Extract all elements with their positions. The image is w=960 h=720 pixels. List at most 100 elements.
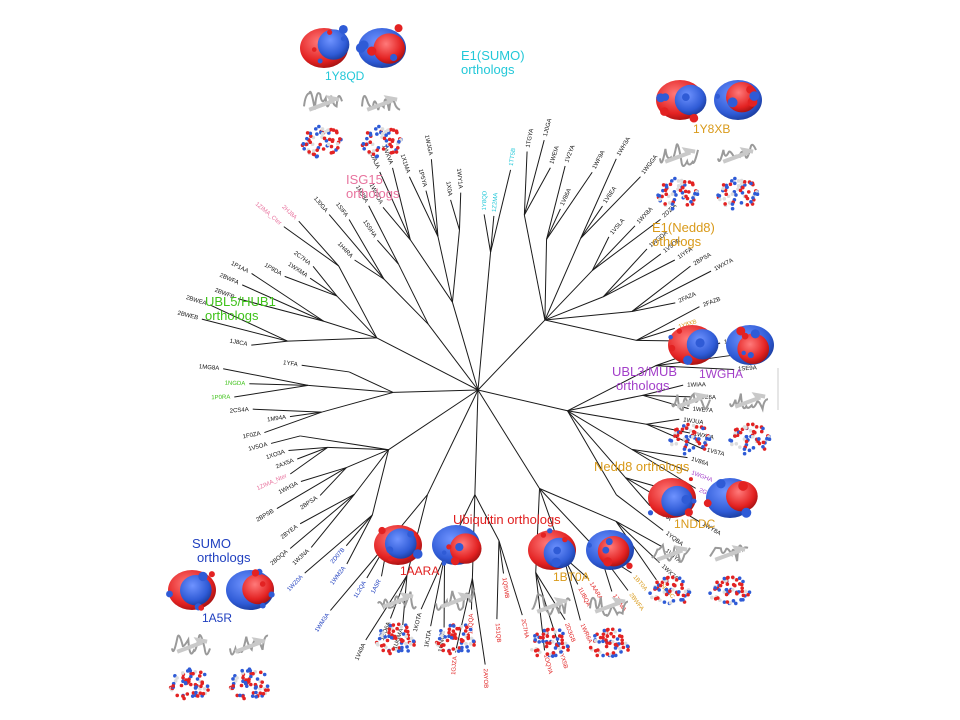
atom-sphere [691, 429, 696, 434]
leaf-label: 1A5R [371, 578, 384, 595]
atom-sphere [683, 589, 688, 594]
atom-sphere [679, 582, 684, 587]
leaf-label: 2FAZA [678, 292, 697, 305]
tree-branch [297, 446, 328, 460]
atom-sphere [261, 691, 266, 696]
surface-patch [681, 494, 691, 505]
tree-branch [615, 520, 664, 548]
tree-branch [655, 365, 735, 371]
atom-sphere [737, 582, 742, 586]
tree-branch [523, 167, 551, 216]
tree-branch [346, 449, 389, 469]
leaf-label: 2AX5A [275, 458, 295, 470]
atom-sphere [318, 142, 322, 147]
atom-sphere [254, 690, 258, 695]
tree-branch [348, 371, 394, 393]
atom-sphere [399, 648, 404, 653]
tree-branch [498, 540, 505, 574]
tree-branch [209, 304, 288, 342]
atom-sphere [265, 684, 270, 688]
panel-label-1a5r: 1A5R [202, 611, 232, 625]
group-label-sumo-line2: orthologs [197, 550, 251, 565]
atom-sphere [324, 138, 329, 143]
atom-sphere [198, 670, 203, 675]
beta-strand [440, 592, 472, 609]
atom-sphere [707, 437, 712, 441]
atom-sphere [471, 639, 476, 643]
tree-branch [288, 446, 328, 451]
atom-sphere [744, 434, 749, 439]
leaf-label: 1S1QB [494, 623, 502, 643]
tree-branch [642, 384, 684, 396]
leaf-label: 1KOTA [413, 612, 424, 632]
atom-sphere [449, 635, 454, 640]
tree-branch [636, 306, 700, 341]
atom-sphere [691, 423, 696, 428]
leaf-label: 1WGGA [641, 154, 659, 175]
panel-label-1nddc: 1NDDC [674, 517, 716, 531]
atom-sphere [716, 193, 720, 197]
atom-sphere [447, 627, 452, 632]
tree-branch [377, 239, 399, 265]
leaf-label: 1XO3A [266, 449, 286, 461]
atom-sphere [190, 694, 195, 698]
atom-sphere [678, 188, 683, 193]
atom-sphere [441, 631, 445, 635]
atom-sphere [250, 694, 255, 698]
tree-branch [642, 394, 692, 398]
atom-sphere [722, 590, 727, 594]
atom-sphere [671, 582, 676, 587]
atom-sphere [436, 641, 441, 646]
atom-sphere [260, 680, 265, 684]
atom-sphere [377, 636, 382, 641]
tree-branch [631, 265, 691, 312]
atom-sphere [393, 634, 397, 639]
atom-sphere [684, 439, 689, 444]
atom-sphere [602, 628, 607, 633]
surface-patch [338, 24, 348, 34]
tree-branch [523, 151, 528, 216]
atom-sphere [671, 599, 676, 603]
atom-sphere [308, 140, 313, 144]
atom-sphere [541, 632, 546, 637]
atom-sphere [710, 595, 714, 600]
surface-patch [198, 571, 208, 582]
panel-label-1y8qd: 1Y8QD [325, 69, 365, 83]
group-label-e1sumo-line2: orthologs [461, 62, 515, 77]
atom-sphere [451, 624, 456, 628]
atom-sphere [301, 142, 306, 146]
atom-sphere [465, 645, 469, 649]
leaf-label: 1L2QA [353, 580, 368, 599]
tree-branch [616, 494, 664, 531]
atom-sphere [613, 630, 617, 634]
leaf-label: 1V2YA [564, 144, 576, 163]
atom-sphere [605, 634, 610, 638]
atom-sphere [200, 680, 205, 684]
leaf-label: 1WM3A [314, 612, 331, 633]
atom-sphere [617, 628, 622, 633]
leaf-label: 1WJUA [683, 417, 704, 426]
atom-sphere [396, 622, 401, 627]
atom-sphere [373, 127, 378, 131]
leaf-label: 1UBQA [576, 587, 591, 608]
atom-sphere [197, 674, 202, 678]
tree-branch [408, 176, 439, 237]
tree-branch [490, 215, 495, 253]
atom-sphere [610, 639, 615, 644]
tree-branch [567, 410, 647, 425]
leaf-label: 1SE9A [738, 365, 757, 372]
tree-branch [299, 493, 355, 525]
leaf-label: 2D07B [330, 547, 346, 565]
atom-sphere [701, 426, 705, 431]
tree-branch [249, 383, 309, 386]
atom-sphere [460, 645, 464, 650]
atom-sphere [561, 631, 565, 636]
atom-sphere [694, 425, 699, 429]
atom-sphere [750, 422, 755, 427]
leaf-label: 1YFA [283, 360, 298, 368]
atom-sphere [390, 633, 394, 637]
tree-branch [546, 208, 561, 240]
surface-patch [441, 560, 447, 566]
atom-sphere [670, 587, 675, 592]
tree-branch [580, 205, 603, 239]
